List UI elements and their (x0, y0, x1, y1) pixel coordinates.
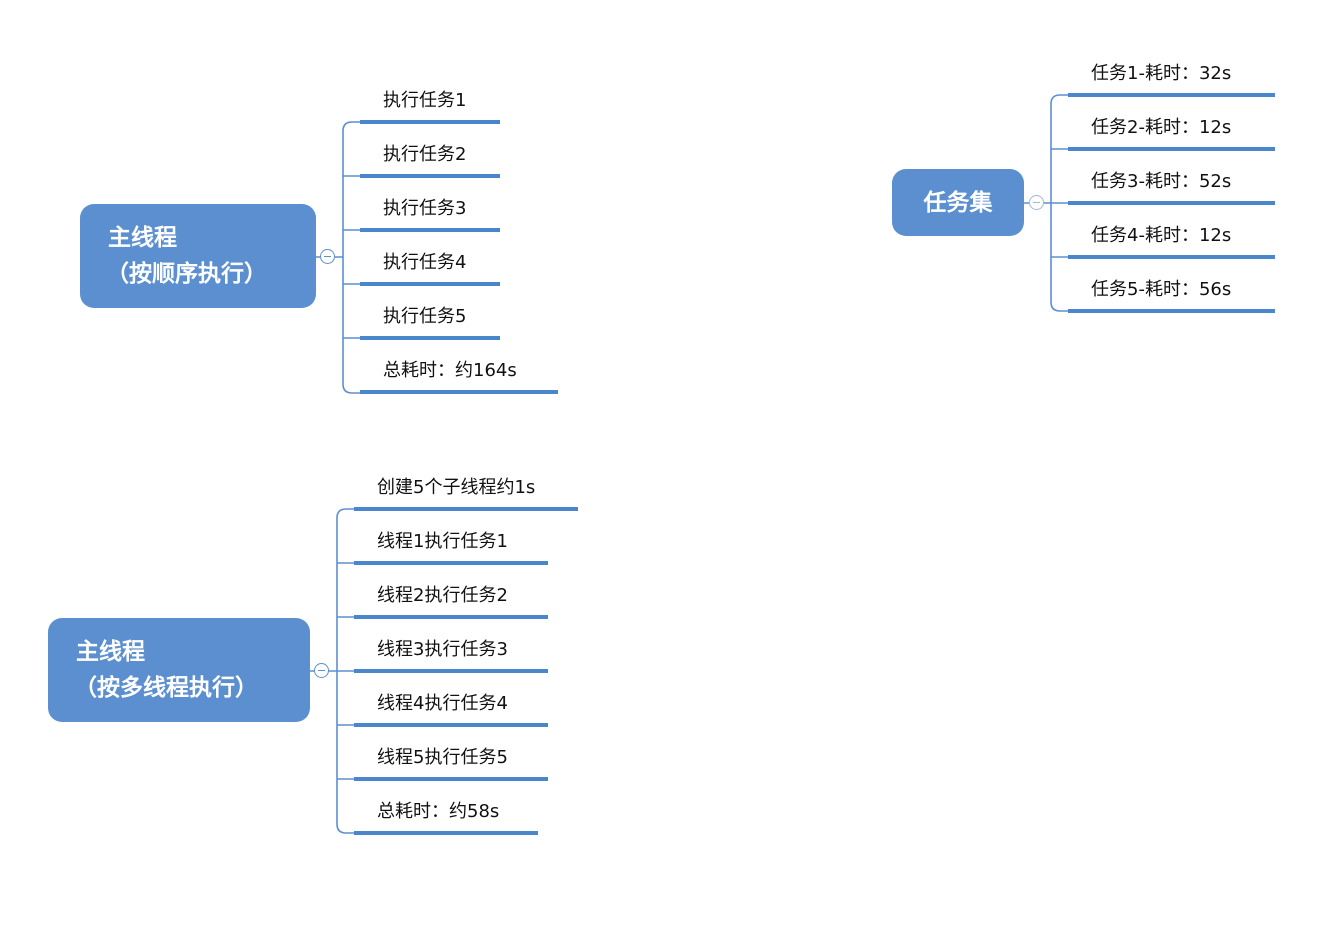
multithread-item[interactable]: 线程1执行任务1 (377, 531, 508, 552)
multithread-item[interactable]: 线程3执行任务3 (377, 639, 508, 660)
node-underline (354, 669, 548, 673)
sequential-item[interactable]: 执行任务5 (383, 306, 467, 327)
node-underline (360, 174, 500, 178)
sequential-item[interactable]: 执行任务2 (383, 144, 467, 165)
node-underline (1068, 255, 1275, 259)
taskset-item[interactable]: 任务2-耗时：12s (1091, 117, 1232, 138)
taskset-root-node[interactable]: 任务集 (892, 169, 1024, 236)
node-underline (1068, 309, 1275, 313)
multithread-item[interactable]: 线程5执行任务5 (377, 747, 508, 768)
multithread-root-node[interactable]: 主线程 （按多线程执行） (48, 618, 310, 722)
node-underline (1068, 201, 1275, 205)
taskset-item[interactable]: 任务5-耗时：56s (1091, 279, 1232, 300)
multithread-root-subtitle: （按多线程执行） (74, 675, 258, 701)
sequential-item[interactable]: 执行任务4 (383, 252, 467, 273)
collapse-icon[interactable] (1029, 195, 1044, 210)
collapse-icon[interactable] (314, 663, 329, 678)
node-underline (354, 615, 548, 619)
sequential-item[interactable]: 执行任务1 (383, 90, 467, 111)
node-underline (1068, 147, 1275, 151)
sequential-root-node[interactable]: 主线程 （按顺序执行） (80, 204, 316, 308)
node-underline (360, 336, 500, 340)
multithread-total[interactable]: 总耗时：约58s (377, 801, 500, 822)
multithread-item[interactable]: 线程4执行任务4 (377, 693, 508, 714)
node-underline (360, 120, 500, 124)
node-underline (360, 228, 500, 232)
taskset-root-title: 任务集 (923, 189, 993, 216)
multithread-root-title: 主线程 (76, 639, 145, 665)
node-underline (354, 777, 548, 781)
sequential-root-subtitle: （按顺序执行） (106, 261, 267, 287)
node-underline (354, 723, 548, 727)
node-underline (360, 390, 558, 394)
multithread-item[interactable]: 线程2执行任务2 (377, 585, 508, 606)
node-underline (354, 561, 548, 565)
node-underline (1068, 93, 1275, 97)
multithread-item[interactable]: 创建5个子线程约1s (377, 477, 536, 498)
sequential-item[interactable]: 执行任务3 (383, 198, 467, 219)
sequential-root-title: 主线程 (108, 225, 177, 251)
collapse-icon[interactable] (320, 249, 335, 264)
node-underline (354, 831, 538, 835)
node-underline (360, 282, 500, 286)
node-underline (354, 507, 578, 511)
taskset-item[interactable]: 任务1-耗时：32s (1091, 63, 1232, 84)
taskset-item[interactable]: 任务3-耗时：52s (1091, 171, 1232, 192)
taskset-item[interactable]: 任务4-耗时：12s (1091, 225, 1232, 246)
sequential-total[interactable]: 总耗时：约164s (383, 360, 517, 381)
